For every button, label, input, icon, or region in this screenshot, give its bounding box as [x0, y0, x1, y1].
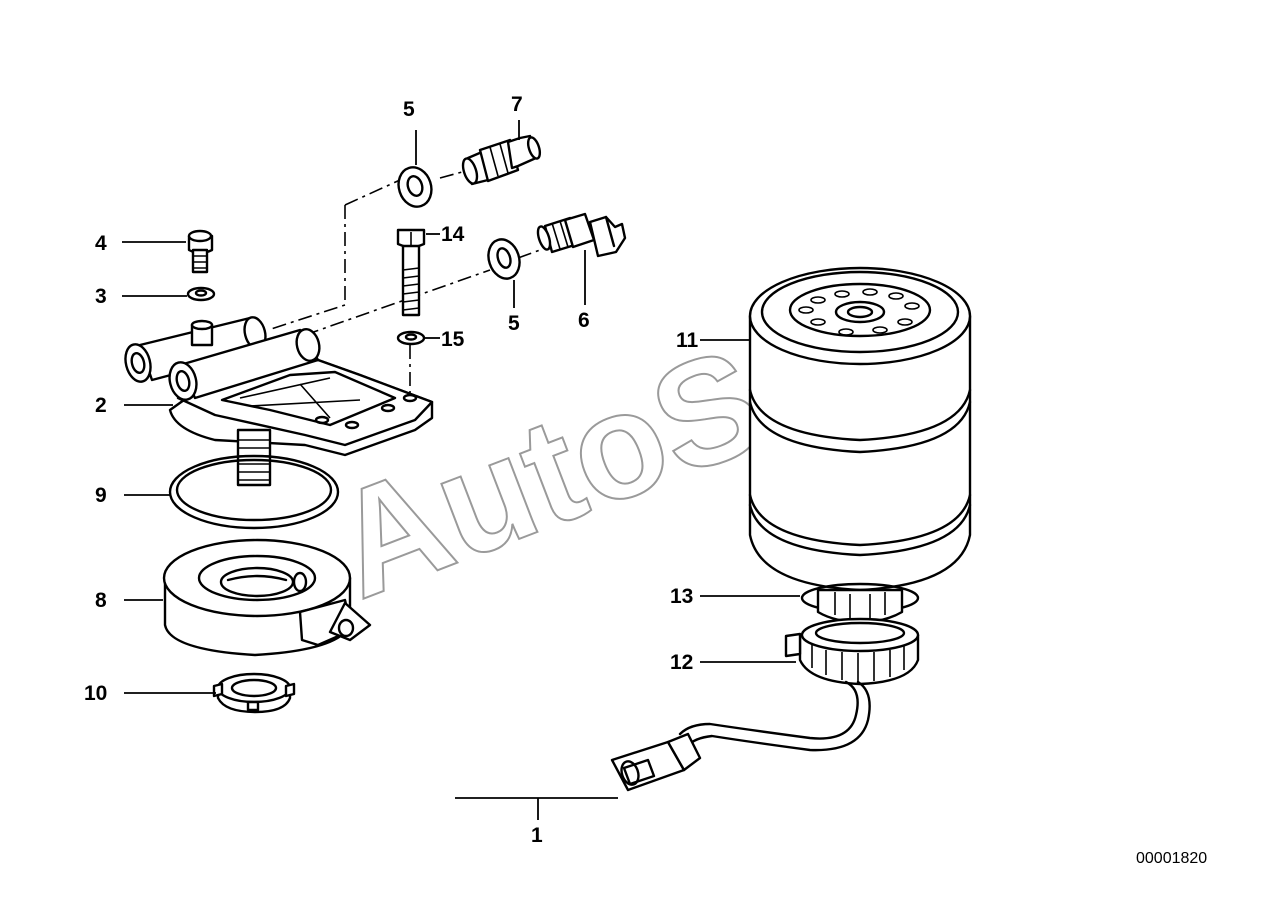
leader-lines: [122, 120, 800, 694]
part-6-sensor: [536, 212, 627, 258]
reference-number: 00001820: [1136, 850, 1207, 867]
callout-14: 14: [441, 223, 465, 246]
part-9-o-ring: [168, 454, 340, 530]
part-14-bolt: [396, 228, 426, 317]
callout-2: 2: [95, 394, 107, 417]
callout-13: 13: [670, 585, 693, 608]
callout-7: 7: [511, 93, 523, 116]
callout-3: 3: [95, 285, 107, 308]
callout-12: 12: [670, 651, 693, 674]
part-2-filter-head: [124, 316, 434, 487]
part-3-washer: [186, 286, 216, 302]
callout-15: 15: [441, 328, 465, 351]
callout-4: 4: [95, 232, 107, 255]
callout-8: 8: [95, 589, 107, 612]
part-5-washer-top: [397, 166, 433, 208]
callout-11: 11: [676, 329, 699, 352]
part-7-double-nipple: [461, 134, 542, 186]
part-11-filter-cartridge: [748, 266, 972, 592]
callout-10: 10: [84, 682, 107, 705]
part-10-ring-nut: [212, 672, 296, 714]
part-15-washer: [396, 330, 426, 346]
callout-9: 9: [95, 484, 107, 507]
callout-5: 5: [508, 312, 520, 335]
part-8-heater: [162, 538, 372, 657]
part-1-group-bracket: [455, 797, 618, 820]
callout-6: 6: [578, 309, 590, 332]
part-4-bolt: [187, 229, 214, 274]
callout-5: 5: [403, 98, 415, 121]
part-12-water-sensor: [610, 617, 920, 792]
part-5-washer-lower: [487, 238, 521, 280]
assembly-lines: [267, 171, 541, 395]
part-13-gasket: [800, 582, 920, 624]
callout-1: 1: [531, 824, 543, 847]
